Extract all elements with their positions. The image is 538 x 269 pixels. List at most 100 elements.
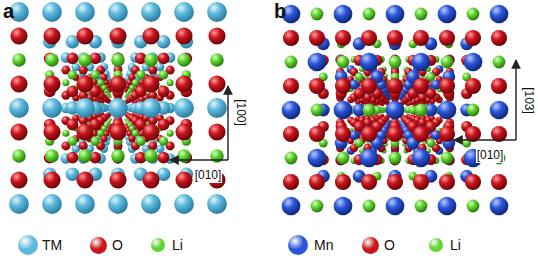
atom-sphere	[67, 152, 79, 164]
atom-sphere	[438, 197, 457, 216]
axis-arrow	[227, 86, 228, 160]
atom-sphere	[334, 101, 353, 120]
atom-sphere	[159, 70, 168, 79]
atom-sphere	[311, 104, 324, 117]
atom-sphere	[45, 149, 59, 163]
legend-swatch	[429, 238, 443, 252]
atom-sphere	[210, 53, 224, 67]
atom-sphere	[68, 136, 77, 145]
atom-sphere	[10, 75, 27, 92]
atom-sphere	[309, 174, 325, 190]
atom-sphere	[360, 53, 379, 72]
atom-sphere	[282, 101, 301, 120]
atom-sphere	[43, 75, 60, 92]
atom-sphere	[387, 174, 403, 190]
atom-sphere	[167, 79, 174, 86]
atom-sphere	[334, 5, 353, 24]
atom-sphere	[418, 93, 427, 102]
atom-sphere	[208, 123, 225, 140]
atom-sphere	[355, 139, 364, 148]
atom-sphere	[174, 194, 194, 214]
atom-sphere	[76, 75, 93, 92]
atom-sphere	[45, 53, 59, 67]
atom-sphere	[12, 53, 26, 67]
atom-sphere	[389, 152, 402, 165]
atom-sphere	[158, 119, 170, 131]
atom-sphere	[413, 174, 429, 190]
atom-sphere	[361, 30, 377, 46]
legend-swatch	[151, 238, 165, 252]
atom-sphere	[97, 130, 104, 137]
atom-sphere	[439, 78, 455, 94]
atom-sphere	[283, 78, 299, 94]
atom-sphere	[361, 126, 377, 142]
atom-sphere	[464, 53, 483, 72]
atom-sphere	[141, 194, 161, 214]
atom-sphere	[148, 141, 157, 150]
legend-swatch	[18, 235, 38, 255]
atom-sphere	[108, 2, 128, 22]
atom-sphere	[175, 75, 192, 92]
atom-sphere	[386, 101, 405, 120]
atom-sphere	[360, 149, 379, 168]
atom-sphere	[413, 30, 429, 46]
axis-label: [010]	[194, 168, 223, 183]
atom-sphere	[285, 152, 298, 165]
atom-sphere	[413, 126, 429, 142]
atom-sphere	[109, 171, 126, 188]
legend-text: Mn	[314, 237, 333, 253]
atom-sphere	[91, 70, 100, 79]
atom-sphere	[490, 197, 509, 216]
lattice-a	[9, 2, 227, 214]
atom-sphere	[76, 171, 93, 188]
atom-sphere	[412, 149, 431, 168]
atom-sphere	[175, 171, 192, 188]
atom-sphere	[132, 79, 139, 86]
atom-sphere	[361, 78, 377, 94]
atom-sphere	[158, 52, 170, 64]
atom-sphere	[108, 98, 128, 118]
atom-sphere	[387, 30, 403, 46]
atom-sphere	[97, 79, 104, 86]
atom-sphere	[75, 98, 95, 118]
atom-sphere	[438, 5, 457, 24]
atom-sphere	[109, 123, 126, 140]
atom-sphere	[79, 141, 88, 150]
atom-sphere	[62, 130, 69, 137]
legend-swatch	[90, 237, 107, 254]
atom-sphere	[311, 200, 324, 213]
atom-sphere	[208, 27, 225, 44]
atom-sphere	[75, 2, 95, 22]
legend-text: O	[384, 237, 395, 253]
atom-sphere	[109, 75, 126, 92]
atom-sphere	[361, 174, 377, 190]
atom-sphere	[43, 27, 60, 44]
atom-sphere	[159, 136, 168, 145]
atom-sphere	[76, 123, 93, 140]
atom-sphere	[158, 152, 170, 164]
atom-sphere	[415, 8, 428, 21]
atom-sphere	[283, 126, 299, 142]
legend-swatch	[362, 237, 379, 254]
panel-letter: a	[3, 0, 14, 22]
atom-sphere	[335, 174, 351, 190]
atom-sphere	[10, 27, 27, 44]
atom-sphere	[177, 53, 191, 67]
atom-sphere	[174, 98, 194, 118]
atom-sphere	[441, 56, 454, 69]
axis-label: [100]	[232, 98, 247, 127]
atom-sphere	[10, 123, 27, 140]
atom-sphere	[467, 104, 480, 117]
atom-sphere	[132, 130, 139, 137]
atom-sphere	[363, 104, 376, 117]
atom-sphere	[175, 27, 192, 44]
atom-sphere	[491, 174, 507, 190]
atom-sphere	[363, 8, 376, 21]
atom-sphere	[335, 30, 351, 46]
atom-sphere	[108, 194, 128, 214]
atom-sphere	[465, 174, 481, 190]
axis-arrows	[170, 60, 516, 160]
atom-sphere	[42, 98, 62, 118]
atom-sphere	[67, 86, 79, 98]
